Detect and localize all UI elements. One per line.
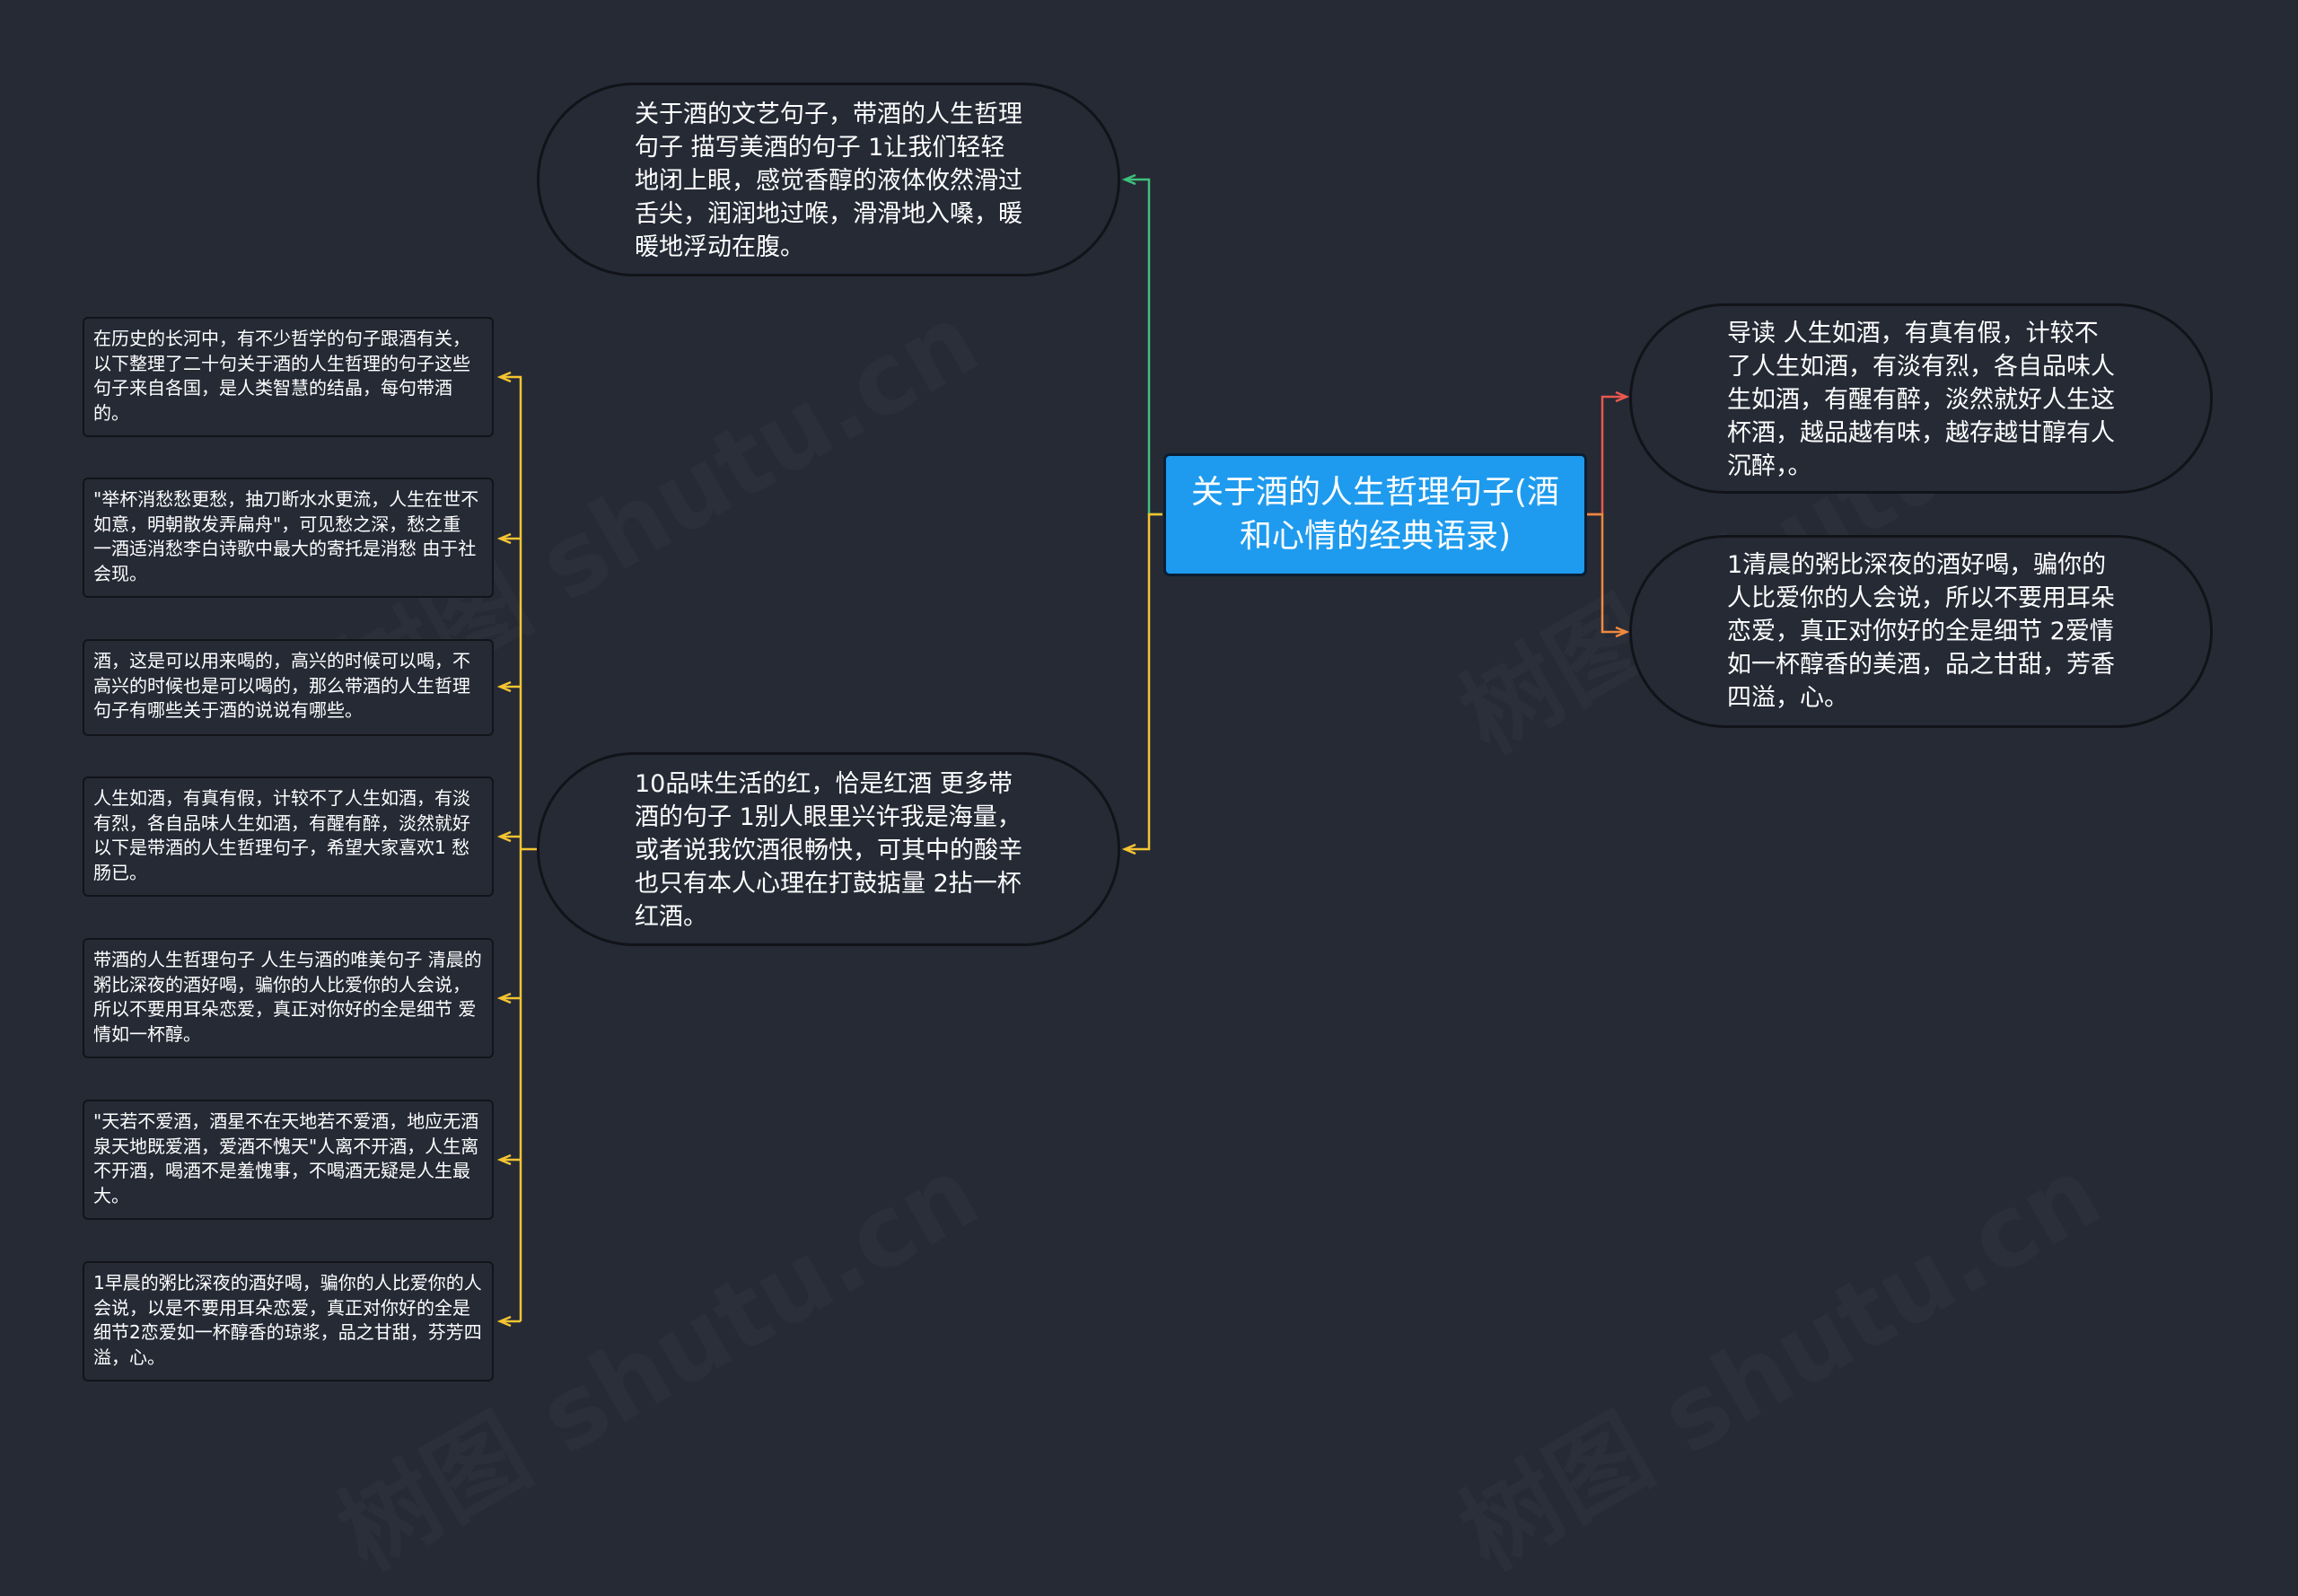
connector-right-bottom [1585,513,1625,634]
arrow-leaf-2 [496,532,512,545]
connector-lines [496,173,1630,1328]
leaf-node-text: 在历史的长河中，有不少哲学的句子跟酒有关，以下整理了二十句关于酒的人生哲理的句子… [93,328,470,424]
arrow-right-bottom [1615,626,1630,638]
arrow-leaf-5 [496,992,512,1004]
arrow-leaf-4 [496,830,512,843]
leaf-node-text: 酒，这是可以用来喝的，高兴的时候可以喝，不高兴的时候也是可以喝的，那么带酒的人生… [93,650,470,721]
leaf-node[interactable]: "举杯消愁愁更愁，抽刀断水水更流，人生在世不如意，明朝散发弄扁舟"，可见愁之深，… [83,478,494,598]
branch-node-text: 1清晨的粥比深夜的酒好喝，骗你的人比爱你的人会说，所以不要用耳朵恋爱，真正对你好… [1727,551,2115,712]
arrow-leaf-1 [496,371,512,383]
leaf-node-text: "举杯消愁愁更愁，抽刀断水水更流，人生在世不如意，明朝散发弄扁舟"，可见愁之深，… [93,488,479,584]
branch-node-text: 10品味生活的红，恰是红酒 更多带酒的句子 1别人眼里兴许我是海量，或者说我饮酒… [635,770,1022,931]
leaf-node[interactable]: 1早晨的粥比深夜的酒好喝，骗你的人比爱你的人会说，以是不要用耳朵恋爱，真正对你好… [83,1261,494,1381]
leaf-node-text: 人生如酒，有真有假，计较不了人生如酒，有淡有烈，各自品味人生如酒，有醒有醉，淡然… [93,787,470,883]
branch-node-upper[interactable]: 关于酒的文艺句子，带酒的人生哲理句子 描写美酒的句子 1让我们轻轻地闭上眼，感觉… [537,83,1120,276]
branch-node-lower[interactable]: 10品味生活的红，恰是红酒 更多带酒的句子 1别人眼里兴许我是海量，或者说我饮酒… [537,752,1120,946]
leaf-node-text: 带酒的人生哲理句子 人生与酒的唯美句子 清晨的粥比深夜的酒好喝，骗你的人比爱你的… [93,949,482,1045]
connector-leaves [503,375,537,1323]
arrow-leaf-7 [496,1315,512,1328]
arrow-leaf-3 [496,680,512,693]
branch-node-text: 关于酒的文艺句子，带酒的人生哲理句子 描写美酒的句子 1让我们轻轻地闭上眼，感觉… [635,101,1022,261]
connector-right-top [1585,395,1625,516]
leaf-node[interactable]: 人生如酒，有真有假，计较不了人生如酒，有淡有烈，各自品味人生如酒，有醒有醉，淡然… [83,776,494,897]
root-node[interactable]: 关于酒的人生哲理句子(酒和心情的经典语录) [1163,453,1587,576]
leaf-node[interactable]: 带酒的人生哲理句子 人生与酒的唯美句子 清晨的粥比深夜的酒好喝，骗你的人比爱你的… [83,938,494,1058]
connector-lower [1127,513,1162,851]
leaf-node-text: "天若不爱酒，酒星不在天地若不爱酒，地应无酒泉天地既爱酒，爱酒不愧天"人离不开酒… [93,1110,479,1206]
branch-node-text: 导读 人生如酒，有真有假，计较不了人生如酒，有淡有烈，各自品味人生如酒，有醒有醉… [1727,320,2115,480]
leaf-node[interactable]: 酒，这是可以用来喝的，高兴的时候可以喝，不高兴的时候也是可以喝的，那么带酒的人生… [83,639,494,736]
branch-node-right-bottom[interactable]: 1清晨的粥比深夜的酒好喝，骗你的人比爱你的人会说，所以不要用耳朵恋爱，真正对你好… [1629,535,2213,728]
arrow-upper [1121,173,1136,186]
leaf-node[interactable]: "天若不爱酒，酒星不在天地若不爱酒，地应无酒泉天地既爱酒，爱酒不愧天"人离不开酒… [83,1100,494,1220]
branch-node-right-top[interactable]: 导读 人生如酒，有真有假，计较不了人生如酒，有淡有烈，各自品味人生如酒，有醒有醉… [1629,303,2213,494]
root-node-label: 关于酒的人生哲理句子(酒和心情的经典语录) [1190,474,1560,555]
connector-upper [1127,178,1162,516]
arrow-leaf-6 [496,1153,512,1166]
arrow-lower [1121,843,1136,855]
leaf-node-text: 1早晨的粥比深夜的酒好喝，骗你的人比爱你的人会说，以是不要用耳朵恋爱，真正对你好… [93,1272,482,1368]
leaf-node[interactable]: 在历史的长河中，有不少哲学的句子跟酒有关，以下整理了二十句关于酒的人生哲理的句子… [83,317,494,437]
arrow-right-top [1615,390,1630,403]
